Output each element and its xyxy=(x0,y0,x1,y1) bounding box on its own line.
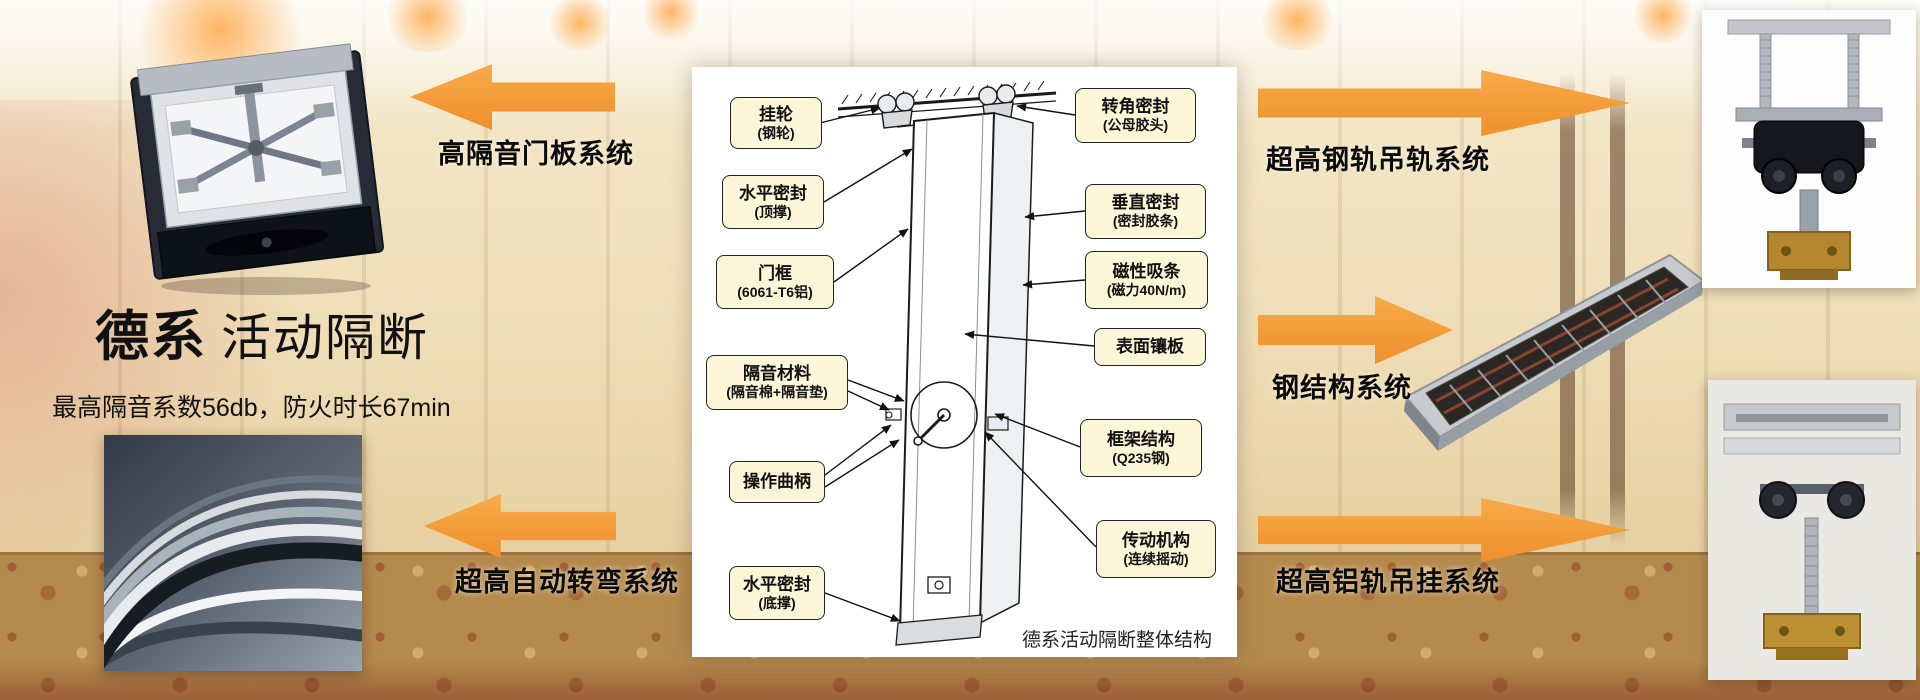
door-panel-mechanism-photo xyxy=(116,24,398,300)
label-steel-rail-system: 超高钢轨吊轨系统 xyxy=(1266,145,1490,175)
callout-drive-mechanism: 传动机构 (连续摇动) xyxy=(1096,520,1216,578)
callout-vertical-seal: 垂直密封 (密封胶条) xyxy=(1085,184,1206,239)
callout-surface-panel: 表面镶板 xyxy=(1094,328,1206,366)
callout-magnetic-strip: 磁性吸条 (磁力40N/m) xyxy=(1085,251,1208,309)
brand-type: 活动隔断 xyxy=(221,310,429,366)
brand-tagline: 最高隔音系数56db，防火时长67min xyxy=(52,394,451,422)
label-door-panel-system: 高隔音门板系统 xyxy=(438,139,634,169)
steel-rail-hanger-photo xyxy=(1702,10,1916,288)
callout-operating-crank: 操作曲柄 xyxy=(729,461,825,503)
steel-structure-photo xyxy=(1402,239,1708,465)
callout-sound-insulation: 隔音材料 (隔音棉+隔音垫) xyxy=(706,355,848,410)
label-alu-rail-system: 超高铝轨吊挂系统 xyxy=(1276,567,1500,597)
callout-frame-structure: 框架结构 (Q235钢) xyxy=(1080,419,1202,477)
ceiling-light-glow xyxy=(1255,0,1340,50)
partition-structure-diagram: 挂轮 (钢轮) 水平密封 (顶撑) 门框 (6061-T6铝) 隔音材料 (隔音… xyxy=(692,67,1237,657)
brand-name: 德系 xyxy=(95,307,207,367)
callout-hanging-wheel: 挂轮 (钢轮) xyxy=(730,97,822,149)
alu-rail-hanger-photo xyxy=(1708,380,1916,680)
ceiling-light-glow xyxy=(545,0,615,50)
diagram-caption: 德系活动隔断整体结构 xyxy=(1022,630,1213,651)
callout-horizontal-seal-top: 水平密封 (顶撑) xyxy=(722,175,824,229)
callout-horizontal-seal-bottom: 水平密封 (底撑) xyxy=(729,566,825,620)
label-steel-structure-system: 钢结构系统 xyxy=(1272,373,1412,403)
label-auto-turn-system: 超高自动转弯系统 xyxy=(455,567,679,597)
callout-corner-seal: 转角密封 (公母胶头) xyxy=(1075,88,1196,143)
callout-door-frame: 门框 (6061-T6铝) xyxy=(716,255,834,309)
ceiling-light-glow xyxy=(1630,0,1696,43)
brand-title: 德系活动隔断 xyxy=(95,292,429,371)
partition-structure-drawing xyxy=(819,80,1097,646)
curved-track-photo xyxy=(104,435,362,671)
